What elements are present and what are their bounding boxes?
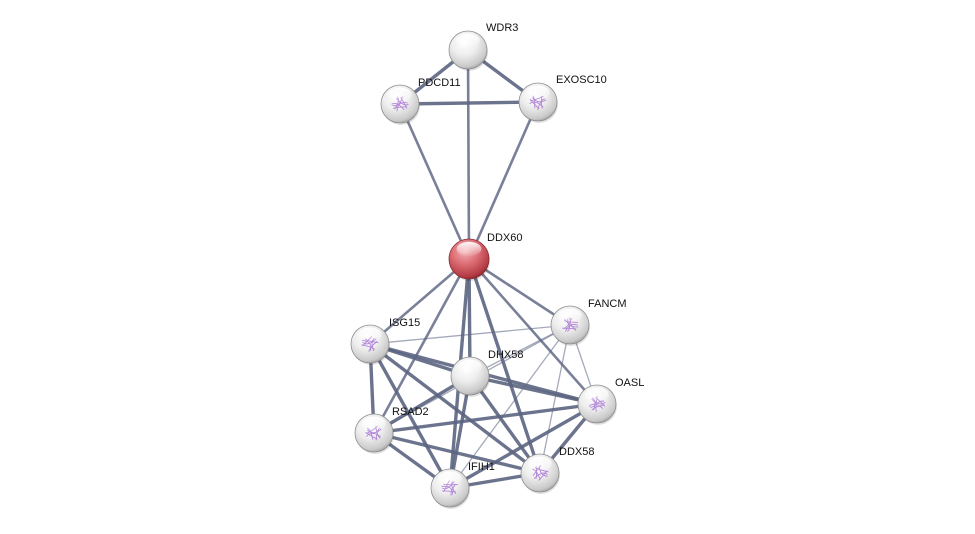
- node-gloss: [458, 359, 482, 374]
- node-wdr3[interactable]: WDR3: [448, 22, 518, 71]
- node-label-rsad2: RSAD2: [392, 406, 429, 418]
- node-gloss: [558, 308, 582, 323]
- edge-dhx58-oasl[interactable]: [468, 374, 599, 406]
- node-isg15[interactable]: ISG15: [350, 317, 420, 365]
- edge-ddx60-isg15[interactable]: [368, 257, 471, 346]
- edge-rsad2-ddx58[interactable]: [372, 431, 542, 475]
- edge-ddx60-ddx58[interactable]: [467, 257, 542, 475]
- node-gloss: [362, 416, 386, 431]
- edge-oasl-rsad2[interactable]: [372, 402, 599, 435]
- edge-dhx58-ddx58[interactable]: [468, 374, 542, 475]
- node-label-wdr3: WDR3: [486, 22, 518, 34]
- edge-ddx60-oasl[interactable]: [467, 257, 599, 406]
- node-dhx58[interactable]: DHX58: [450, 349, 523, 397]
- node-gloss: [388, 87, 412, 102]
- protein-structure-icon: [562, 317, 579, 332]
- edge-isg15-ifih1[interactable]: [368, 342, 452, 490]
- node-oasl[interactable]: OASL: [577, 377, 644, 425]
- node-gloss: [528, 456, 552, 471]
- node-label-pdcd11: PDCD11: [418, 77, 461, 89]
- protein-structure-icon: [588, 396, 606, 412]
- node-gloss: [438, 471, 462, 486]
- node-gloss: [526, 85, 550, 100]
- node-ifih1[interactable]: IFIH1: [430, 461, 495, 509]
- node-label-isg15: ISG15: [389, 317, 420, 329]
- node-label-exosc10: EXOSC10: [556, 74, 607, 86]
- node-label-dhx58: DHX58: [488, 349, 523, 361]
- node-ddx60[interactable]: DDX60: [448, 232, 522, 281]
- edge-pdcd11-ddx60[interactable]: [398, 102, 471, 261]
- node-gloss: [585, 387, 609, 402]
- edge-fancm-ifih1[interactable]: [449, 324, 571, 489]
- edge-wdr3-ddx60[interactable]: [466, 48, 471, 261]
- edge-isg15-fancm[interactable]: [369, 324, 571, 345]
- node-rsad2[interactable]: RSAD2: [354, 406, 429, 454]
- node-exosc10[interactable]: EXOSC10: [518, 74, 607, 123]
- node-gloss: [358, 327, 382, 342]
- node-label-oasl: OASL: [615, 377, 644, 389]
- edge-fancm-ddx58[interactable]: [539, 324, 571, 474]
- node-label-ddx58: DDX58: [559, 446, 594, 458]
- node-label-fancm: FANCM: [588, 298, 627, 310]
- edge-oasl-ifih1[interactable]: [448, 402, 599, 490]
- node-pdcd11[interactable]: PDCD11: [380, 77, 461, 125]
- edge-exosc10-ddx60[interactable]: [467, 100, 540, 261]
- protein-structure-icon: [391, 96, 409, 112]
- node-label-ddx60: DDX60: [487, 232, 522, 244]
- node-fancm[interactable]: FANCM: [550, 298, 627, 346]
- node-gloss: [456, 33, 480, 48]
- node-ddx58[interactable]: DDX58: [520, 446, 594, 494]
- node-label-ifih1: IFIH1: [468, 461, 495, 473]
- edge-ddx60-rsad2[interactable]: [372, 257, 471, 435]
- node-gloss: [456, 241, 482, 257]
